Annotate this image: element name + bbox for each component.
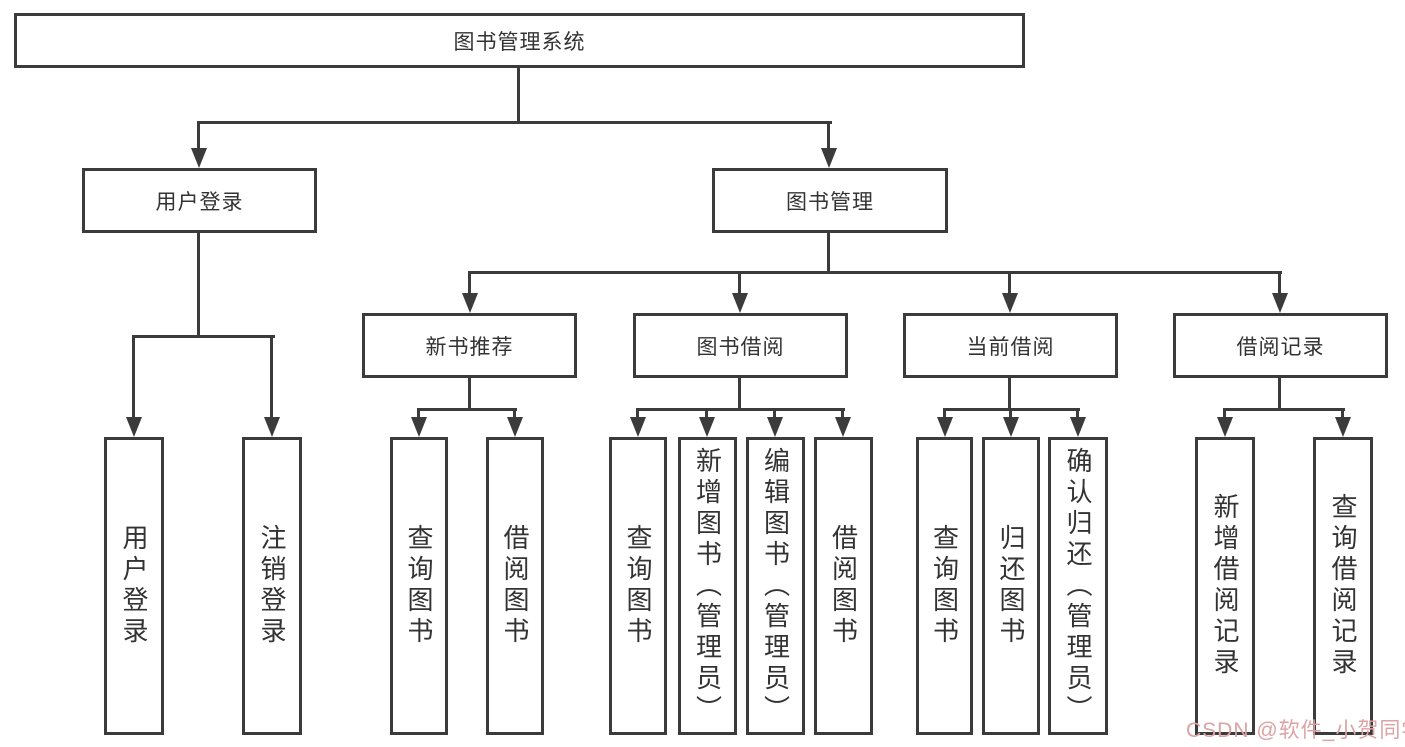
leaf-borrow-books-2-label: 借阅图书 — [828, 524, 859, 648]
node-user-login-label: 用户登录 — [155, 190, 244, 214]
node-user-login: 用户登录 — [82, 168, 317, 233]
leaf-borrow-books-1-label: 借阅图书 — [500, 524, 530, 648]
leaf-query-books-1: 查询图书 — [390, 437, 448, 735]
arrowhead-down-icon — [507, 417, 523, 437]
leaf-return-books-label: 归还图书 — [996, 524, 1026, 648]
leaf-logout-label: 注销登录 — [257, 524, 287, 648]
node-new-book-recommend-label: 新书推荐 — [425, 335, 514, 359]
arrowhead-down-icon — [630, 417, 646, 437]
node-borrowing-records-label: 借阅记录 — [1236, 335, 1325, 359]
node-book-management-label: 图书管理 — [786, 190, 874, 214]
connector-records-shaft — [1278, 271, 1281, 297]
leaf-add-books-admin-label: 新增图书（管理员） — [692, 446, 723, 726]
connector-shaft — [1223, 408, 1226, 421]
arrowhead-down-icon — [191, 148, 207, 168]
arrowhead-down-icon — [264, 417, 280, 437]
arrowhead-down-icon — [699, 417, 715, 437]
leaf-query-books-3: 查询图书 — [916, 437, 973, 735]
connector-level3-hline — [468, 271, 1282, 274]
leaf-add-borrow-record-label: 新增借阅记录 — [1210, 493, 1240, 679]
node-current-borrowing-label: 当前借阅 — [966, 335, 1055, 359]
connector-shaft — [1009, 408, 1012, 421]
connector-borrow-hline — [636, 408, 845, 411]
leaf-confirm-return-admin: 确认归还（管理员） — [1048, 437, 1108, 735]
connector-shaft — [943, 408, 946, 421]
connector-book-mgmt-stub — [827, 233, 830, 274]
arrowhead-down-icon — [732, 293, 748, 313]
arrowhead-down-icon — [821, 148, 837, 168]
leaf-add-borrow-record: 新增借阅记录 — [1195, 437, 1255, 735]
arrowhead-down-icon — [1272, 293, 1288, 313]
node-current-borrowing: 当前借阅 — [903, 313, 1118, 378]
connector-root-hline — [197, 121, 832, 124]
connector-shaft — [773, 408, 776, 421]
leaf-return-books: 归还图书 — [982, 437, 1040, 735]
node-library-system: 图书管理系统 — [14, 13, 1025, 68]
arrowhead-down-icon — [411, 417, 427, 437]
node-book-borrowing: 图书借阅 — [633, 313, 848, 378]
connector-root-stub — [517, 68, 520, 124]
arrowhead-down-icon — [835, 417, 851, 437]
connector-shaft — [513, 408, 516, 421]
csdn-watermark: CSDN @软件_小贺同学 — [1186, 719, 1405, 742]
connector-shaft — [705, 408, 708, 421]
connector-shaft — [417, 408, 420, 421]
node-book-borrowing-label: 图书借阅 — [696, 335, 785, 359]
node-new-book-recommend: 新书推荐 — [362, 313, 577, 378]
connector-records-stub — [1278, 378, 1281, 411]
leaf-query-books-2-label: 查询图书 — [623, 524, 653, 648]
connector-borrow-stub — [738, 378, 741, 411]
connector-shaft — [636, 408, 639, 421]
leaf-edit-books-admin-label: 编辑图书（管理员） — [760, 446, 791, 726]
arrowhead-down-icon — [126, 417, 142, 437]
leaf-query-books-2: 查询图书 — [609, 437, 667, 735]
arrowhead-down-icon — [462, 293, 478, 313]
leaf-borrow-books-1: 借阅图书 — [486, 437, 544, 735]
connector-newbook-stub — [468, 378, 471, 411]
node-library-system-label: 图书管理系统 — [453, 30, 586, 54]
node-book-management: 图书管理 — [712, 168, 948, 233]
connector-shaft — [841, 408, 844, 421]
connector-user-login-stub — [197, 233, 200, 338]
arrowhead-down-icon — [937, 417, 953, 437]
leaf-query-books-1-label: 查询图书 — [404, 524, 434, 648]
connector-newbook-shaft — [468, 271, 471, 297]
connector-user-login-shaft — [197, 121, 200, 150]
connector-user-login-hline — [132, 335, 275, 338]
connector-current-stub — [1008, 378, 1011, 411]
arrowhead-down-icon — [1070, 417, 1086, 437]
leaf-edit-books-admin: 编辑图书（管理员） — [746, 437, 805, 735]
leaf-query-books-3-label: 查询图书 — [929, 524, 960, 648]
leaf-query-borrow-record: 查询借阅记录 — [1313, 437, 1373, 735]
connector-shaft — [1341, 408, 1344, 421]
leaf-user-login-label: 用户登录 — [119, 524, 149, 648]
leaf-add-books-admin: 新增图书（管理员） — [678, 437, 737, 735]
connector-current-shaft — [1008, 271, 1011, 297]
connector-logout-shaft — [270, 335, 273, 419]
arrowhead-down-icon — [767, 417, 783, 437]
leaf-borrow-books-2: 借阅图书 — [814, 437, 873, 735]
leaf-query-borrow-record-label: 查询借阅记录 — [1328, 493, 1358, 679]
arrowhead-down-icon — [1003, 417, 1019, 437]
connector-newbook-hline — [417, 408, 517, 411]
connector-shaft — [1076, 408, 1079, 421]
connector-borrow-shaft — [738, 271, 741, 297]
leaf-user-login: 用户登录 — [104, 437, 164, 735]
connector-login-shaft — [132, 335, 135, 419]
leaf-confirm-return-admin-label: 确认归还（管理员） — [1063, 446, 1093, 726]
node-borrowing-records: 借阅记录 — [1173, 313, 1388, 378]
leaf-logout: 注销登录 — [242, 437, 302, 735]
arrowhead-down-icon — [1217, 417, 1233, 437]
arrowhead-down-icon — [1335, 417, 1351, 437]
connector-book-mgmt-shaft — [827, 121, 830, 150]
arrowhead-down-icon — [1002, 293, 1018, 313]
connector-records-hline — [1223, 408, 1345, 411]
